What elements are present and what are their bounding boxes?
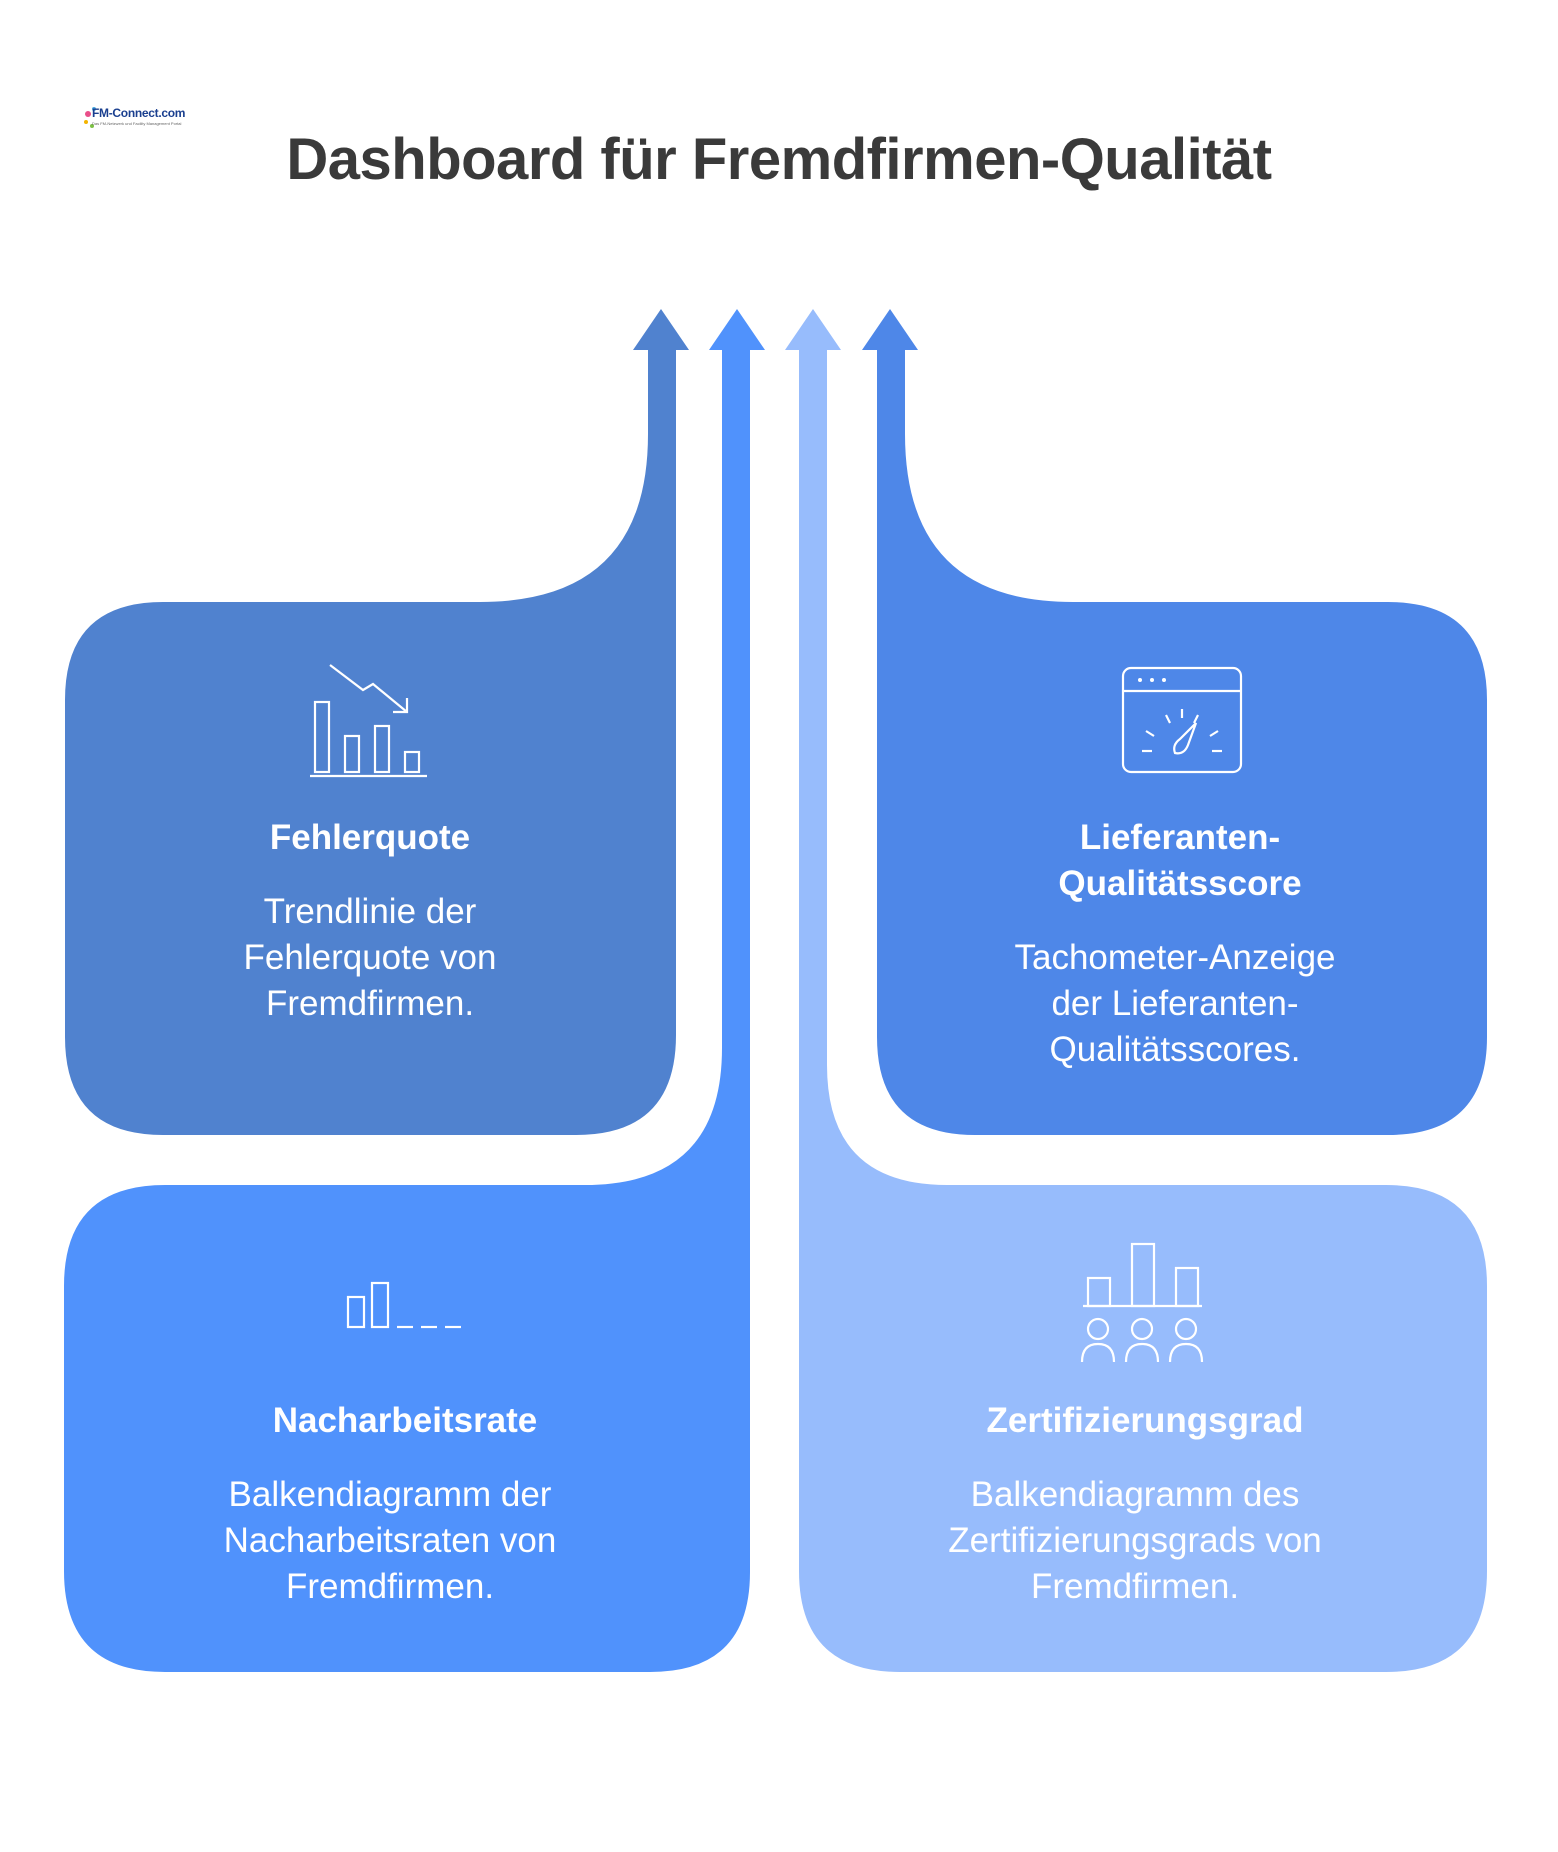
lieferanten-heading: Lieferanten-Qualitätsscore: [1058, 818, 1302, 903]
people-bar-chart-icon: [1080, 1242, 1204, 1363]
zertifizierungsgrad-heading: Zertifizierungsgrad: [986, 1401, 1304, 1440]
declining-bar-chart-icon: [310, 664, 427, 778]
nacharbeitsrate-description: Balkendiagramm der Nacharbeitsraten von …: [223, 1475, 557, 1606]
fehlerquote-heading: Fehlerquote: [269, 818, 471, 857]
zertifizierungsgrad-description: Balkendiagramm des Zertifizierungsgrads …: [948, 1475, 1322, 1606]
zertifizierungsgrad-text: Zertifizierungsgrad Balkendiagramm des Z…: [880, 1398, 1410, 1610]
nacharbeitsrate-text: Nacharbeitsrate Balkendiagramm der Nacha…: [150, 1398, 660, 1610]
nacharbeitsrate-arrow-shape: [64, 309, 765, 1672]
lieferanten-description: Tachometer-Anzeige der Lieferanten-Quali…: [1014, 938, 1336, 1069]
zertifizierungsgrad-arrow-shape: [785, 309, 1487, 1672]
logo-subtext: Das FM-Netzwerk und Facility Management …: [92, 121, 182, 126]
nacharbeitsrate-heading: Nacharbeitsrate: [272, 1401, 538, 1440]
speedometer-window-icon: [1121, 666, 1243, 774]
logo-splash-icon: [84, 107, 96, 128]
page-title: Dashboard für Fremdfirmen-Qualität: [286, 127, 1272, 192]
fm-connect-logo: FM-Connect.com Das FM-Netzwerk und Facil…: [80, 100, 185, 134]
logo-text: FM-Connect.com: [92, 106, 186, 120]
fehlerquote-text: Fehlerquote Trendlinie der Fehlerquote v…: [120, 815, 620, 1027]
fehlerquote-description: Trendlinie der Fehlerquote von Fremdfirm…: [243, 892, 497, 1023]
fehlerquote-arrow-shape: [65, 309, 689, 1135]
lieferanten-arrow-shape: [862, 309, 1487, 1135]
lieferanten-text: Lieferanten-Qualitätsscore Tachometer-An…: [920, 815, 1440, 1073]
small-bar-chart-icon: [346, 1281, 461, 1329]
